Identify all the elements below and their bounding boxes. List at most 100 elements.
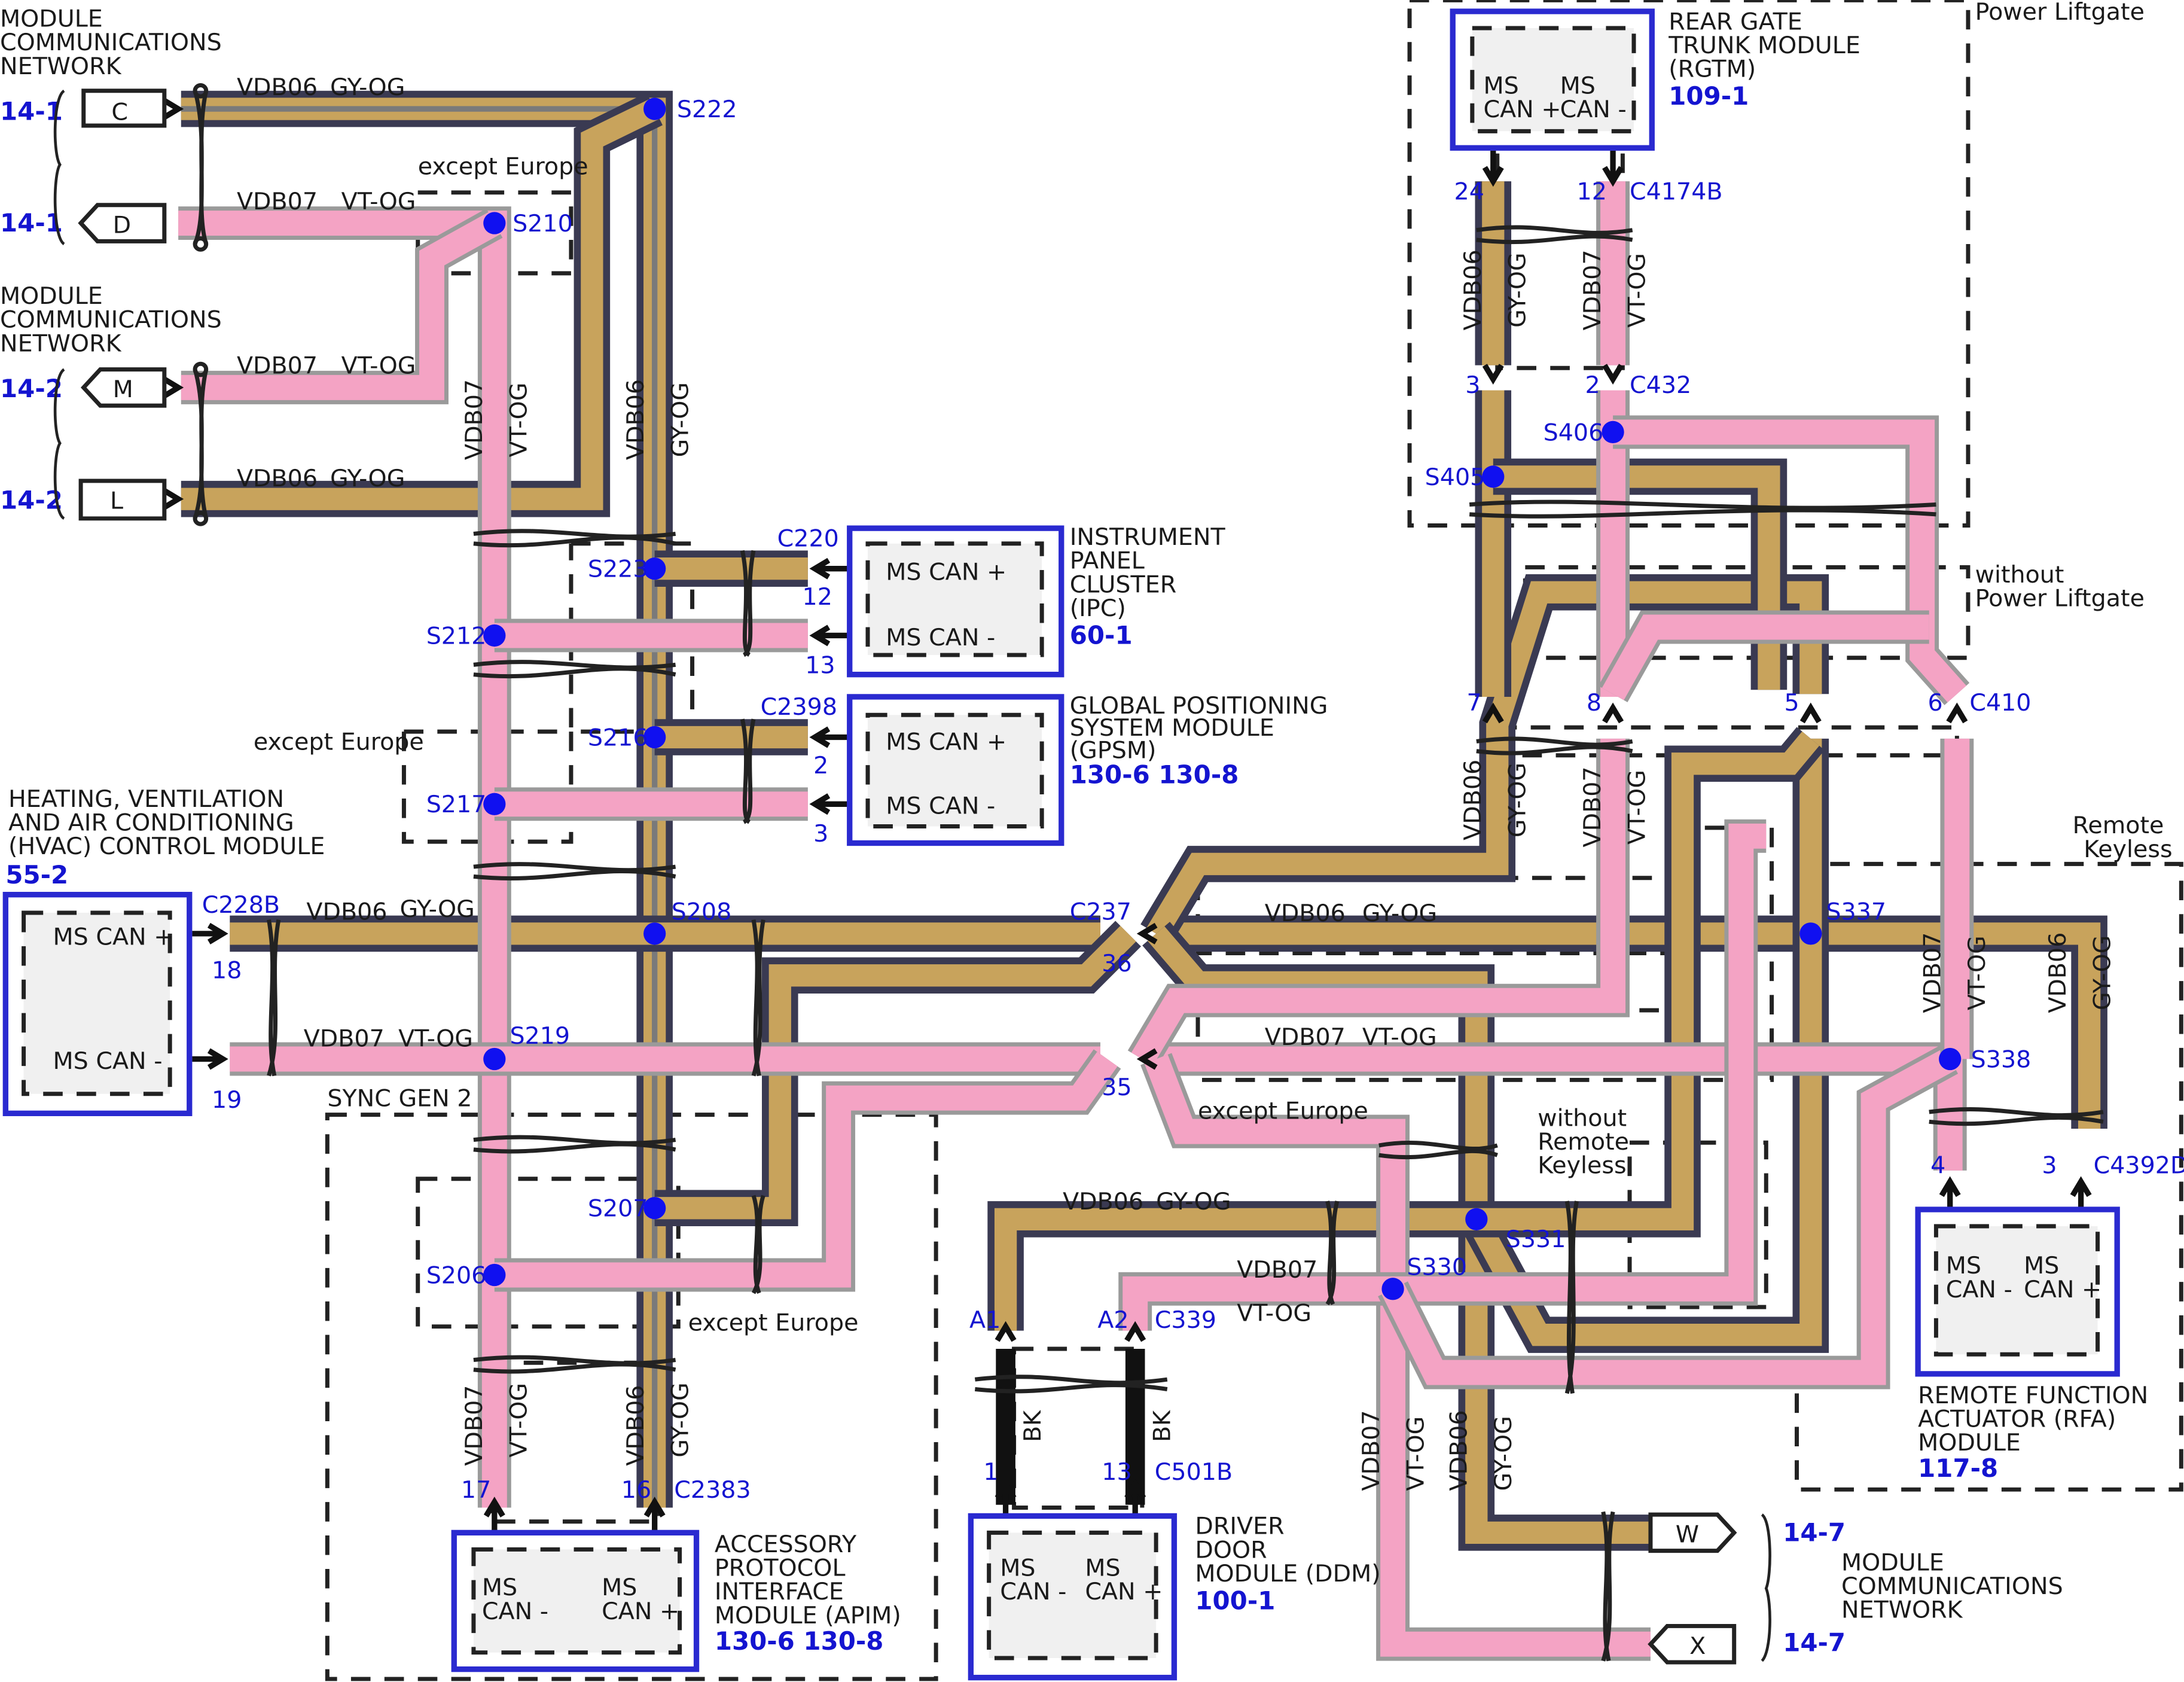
diagram-label: 130-6 130-8 bbox=[715, 1626, 884, 1656]
diagram-label: VDB07 bbox=[237, 188, 318, 215]
diagram-label: CAN - bbox=[1946, 1276, 2012, 1303]
diagram-label: VT-OG bbox=[1402, 1416, 1429, 1491]
diagram-label: INTERFACE bbox=[715, 1578, 844, 1605]
diagram-label: VT-OG bbox=[1624, 770, 1651, 845]
diagram-label: 36 bbox=[1102, 950, 1131, 977]
diagram-label: HEATING, VENTILATION bbox=[8, 785, 284, 813]
diagram-label: C4174B bbox=[1630, 178, 1723, 205]
diagram-label: GY-OG bbox=[1362, 900, 1437, 927]
diagram-label: (GPSM) bbox=[1070, 736, 1157, 764]
diagram-label: S405 bbox=[1425, 464, 1486, 491]
diagram-label: NETWORK bbox=[1841, 1596, 1963, 1623]
diagram-label: MS bbox=[1946, 1252, 1981, 1279]
diagram-label: GY-OG bbox=[399, 895, 474, 923]
diagram-label: VT-OG bbox=[1624, 253, 1651, 328]
diagram-label: VDB07 bbox=[1579, 249, 1606, 330]
network-label-top-1: MODULE bbox=[0, 5, 103, 33]
diagram-label: 55-2 bbox=[5, 860, 68, 889]
splice-s208 bbox=[643, 922, 666, 945]
diagram-label: VDB07 bbox=[1579, 766, 1606, 847]
diagram-label: C339 bbox=[1155, 1306, 1216, 1334]
diagram-label: without bbox=[1538, 1104, 1627, 1132]
conn-m-label: M bbox=[113, 376, 133, 403]
diagram-label: VDB07 bbox=[460, 379, 488, 460]
diagram-label: AND AIR CONDITIONING bbox=[8, 809, 294, 837]
diagram-label: 17 bbox=[461, 1476, 491, 1504]
diagram-label: S207 bbox=[588, 1195, 648, 1223]
splice-s216 bbox=[643, 726, 666, 749]
diagram-label: CAN + bbox=[1085, 1578, 1163, 1605]
diagram-label: INSTRUMENT bbox=[1070, 523, 1226, 551]
diagram-label: except Europe bbox=[254, 728, 424, 755]
diagram-label: except Europe bbox=[418, 153, 588, 181]
diagram-label: GY-OG bbox=[330, 465, 405, 492]
diagram-label: MODULE bbox=[1841, 1549, 1944, 1576]
diagram-label: C410 bbox=[1969, 689, 2031, 717]
splice-s206 bbox=[483, 1263, 506, 1287]
splice-s406 bbox=[1602, 420, 1624, 444]
diagram-label: 109-1 bbox=[1668, 81, 1749, 111]
diagram-label: MS bbox=[1483, 72, 1518, 99]
diagram-label: 6 bbox=[1927, 689, 1942, 717]
network-label-mid-2: COMMUNICATIONS bbox=[0, 306, 222, 334]
diagram-label: except Europe bbox=[688, 1309, 859, 1337]
diagram-label: 3 bbox=[1465, 371, 1480, 399]
diagram-label: GY-OG bbox=[1503, 252, 1531, 327]
ref-14-2-a: 14-2 bbox=[0, 374, 63, 403]
diagram-label: 5 bbox=[1785, 689, 1799, 717]
diagram-label: MS CAN - bbox=[53, 1047, 163, 1075]
diagram-label: (IPC) bbox=[1070, 595, 1126, 622]
ref-14-1-b: 14-1 bbox=[0, 208, 63, 237]
diagram-label: SYNC GEN 2 bbox=[327, 1085, 472, 1113]
diagram-label: VT-OG bbox=[505, 383, 532, 458]
diagram-label: DRIVER bbox=[1195, 1513, 1284, 1540]
network-label-mid-1: MODULE bbox=[0, 282, 103, 310]
diagram-label: 1 bbox=[983, 1458, 998, 1486]
diagram-label: MS CAN + bbox=[53, 924, 174, 951]
diagram-label: Remote bbox=[1538, 1128, 1629, 1156]
diagram-label: Keyless bbox=[2084, 836, 2172, 863]
diagram-label: MS CAN - bbox=[886, 624, 995, 651]
conn-d-label: D bbox=[113, 211, 131, 239]
splice-s210 bbox=[483, 212, 506, 234]
diagram-label: A1 bbox=[969, 1306, 1001, 1334]
diagram-label: MS bbox=[1560, 72, 1596, 99]
diagram-label: CAN + bbox=[602, 1598, 679, 1625]
gy-og-wires bbox=[181, 90, 2107, 1551]
diagram-label: REMOTE FUNCTION bbox=[1918, 1382, 2148, 1409]
diagram-label: VDB06 bbox=[622, 379, 649, 460]
diagram-label: MS bbox=[602, 1574, 637, 1601]
diagram-label: VDB06 bbox=[1445, 1410, 1473, 1491]
diagram-label: (RGTM) bbox=[1668, 55, 1756, 83]
diagram-label: VDB06 bbox=[1459, 760, 1487, 840]
splice-s330 bbox=[1381, 1278, 1404, 1300]
diagram-label: REAR GATE bbox=[1668, 8, 1802, 35]
splice-s222 bbox=[643, 97, 666, 120]
diagram-label: C501B bbox=[1155, 1458, 1233, 1486]
diagram-label: VT-OG bbox=[505, 1383, 532, 1458]
diagram-label: 14-7 bbox=[1783, 1628, 1846, 1657]
diagram-label: VT-OG bbox=[1237, 1299, 1311, 1327]
diagram-label: MS bbox=[482, 1574, 517, 1601]
diagram-label: Keyless bbox=[1538, 1151, 1626, 1179]
diagram-label: C432 bbox=[1630, 371, 1691, 399]
diagram-label: CAN - bbox=[482, 1598, 548, 1625]
diagram-label: 19 bbox=[212, 1086, 242, 1114]
diagram-label: VDB06 bbox=[237, 74, 318, 101]
diagram-label: C237 bbox=[1070, 898, 1131, 926]
diagram-label: GY-OG bbox=[1503, 763, 1531, 837]
diagram-label: VT-OG bbox=[1963, 936, 1991, 1010]
ref-14-1-a: 14-1 bbox=[0, 97, 63, 126]
diagram-label: 18 bbox=[212, 956, 242, 984]
diagram-label: VDB06 bbox=[622, 1385, 649, 1466]
diagram-label: VDB06 bbox=[2044, 933, 2072, 1013]
diagram-label: MODULE (APIM) bbox=[715, 1602, 901, 1629]
diagram-label: S331 bbox=[1506, 1226, 1566, 1253]
diagram-label: ACCESSORY bbox=[715, 1531, 857, 1558]
diagram-label: VDB06 bbox=[237, 465, 318, 492]
diagram-label: BK bbox=[1148, 1410, 1176, 1442]
diagram-label: MS CAN + bbox=[886, 558, 1006, 586]
diagram-label: 16 bbox=[621, 1476, 651, 1504]
diagram-label: 7 bbox=[1467, 689, 1482, 717]
network-label-mid-3: NETWORK bbox=[0, 330, 122, 357]
